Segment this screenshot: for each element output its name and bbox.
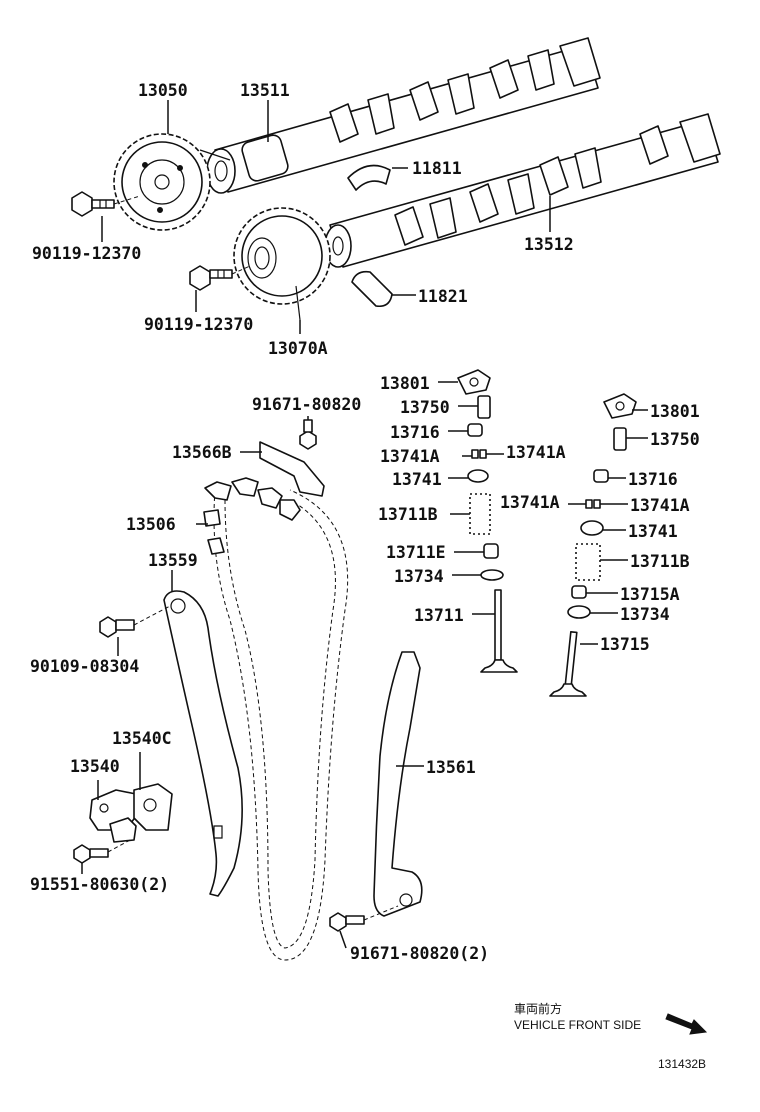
leader-lines [81, 100, 551, 874]
label-13741A-right-a: 13741A [500, 493, 560, 512]
label-91671-80820-2: 91671-80820(2) [350, 944, 489, 963]
bolt-91551-80630[interactable] [73, 839, 131, 864]
label-13741A-left-b: 13741A [506, 443, 566, 462]
valve-seal-13715A[interactable] [571, 585, 618, 599]
chain-damper-13566B[interactable] [240, 441, 325, 497]
illustration-code: 131432B [658, 1057, 706, 1071]
vehicle-front-en: VEHICLE FRONT SIDE [514, 1018, 641, 1032]
label-13511: 13511 [240, 81, 290, 100]
valve-seal-13711E[interactable] [454, 543, 499, 559]
front-arrow-icon [665, 1013, 708, 1035]
label-13741-left: 13741 [392, 470, 442, 489]
label-91671-80820: 91671-80820 [252, 395, 361, 414]
rocker-arm-13801-right[interactable] [603, 393, 648, 419]
label-11811: 11811 [412, 159, 462, 178]
bolt-91671-80820-2[interactable] [329, 905, 399, 949]
label-13716-left: 13716 [390, 423, 440, 442]
label-13512: 13512 [524, 235, 574, 254]
label-11821: 11821 [418, 287, 468, 306]
tensioner-gasket-13540C[interactable] [133, 752, 173, 831]
label-90119-upper: 90119-12370 [32, 244, 141, 263]
label-13561: 13561 [426, 758, 476, 777]
label-13716-right: 13716 [628, 470, 678, 489]
part-labels: 13050 13511 11811 13512 90119-12370 9011… [30, 81, 700, 963]
chain-slipper-13559[interactable] [163, 570, 243, 897]
label-90119-lower: 90119-12370 [144, 315, 253, 334]
label-13070A: 13070A [268, 339, 328, 358]
camshaft-13512[interactable] [324, 113, 721, 268]
label-13711E: 13711E [386, 543, 446, 562]
lash-adjuster-13750-right[interactable] [613, 427, 648, 451]
label-13711B-right: 13711B [630, 552, 690, 571]
front-side-note: 車両前方 VEHICLE FRONT SIDE [514, 1001, 708, 1035]
label-13711: 13711 [414, 606, 464, 625]
spring-seat-13734-right[interactable] [567, 605, 618, 619]
label-13540C: 13540C [112, 729, 172, 748]
label-13715: 13715 [600, 635, 650, 654]
vvt-sprocket-13070A[interactable] [233, 207, 331, 321]
valve-keeper-13741A-left[interactable] [462, 449, 504, 459]
bolt-90109-08304[interactable] [99, 605, 171, 638]
label-13715A: 13715A [620, 585, 680, 604]
bolt-90119-lower[interactable] [189, 265, 251, 291]
bolt-90119-upper[interactable] [71, 191, 141, 217]
label-13734-left: 13734 [394, 567, 444, 586]
label-13540: 13540 [70, 757, 120, 776]
valve-spring-retainer-13741-left[interactable] [448, 469, 489, 483]
label-13050: 13050 [138, 81, 188, 100]
label-13801-right: 13801 [650, 402, 700, 421]
label-13741-right: 13741 [628, 522, 678, 541]
valve-spring-13711B-left[interactable] [450, 493, 491, 535]
label-13506: 13506 [126, 515, 176, 534]
valve-spring-retainer-13741-right[interactable] [580, 520, 626, 536]
chain-tensioner-13540[interactable] [89, 780, 137, 843]
intake-valve-13711[interactable] [472, 589, 518, 673]
valve-keeper-13741A-right[interactable] [568, 499, 628, 509]
label-13750-right: 13750 [650, 430, 700, 449]
bearing-11821[interactable] [351, 270, 416, 308]
label-13734-right: 13734 [620, 605, 670, 624]
chain-guide-13561[interactable] [373, 651, 424, 917]
label-13741A-right-b: 13741A [630, 496, 690, 515]
timing-chain-13506[interactable] [203, 477, 349, 961]
label-13559: 13559 [148, 551, 198, 570]
camshaft-13511[interactable] [206, 37, 601, 194]
spring-seat-13734-left[interactable] [452, 569, 504, 581]
label-13741A-left-a: 13741A [380, 447, 440, 466]
vvt-sprocket-13050[interactable] [113, 133, 231, 231]
label-13566B: 13566B [172, 443, 232, 462]
label-90109-08304: 90109-08304 [30, 657, 139, 676]
bearing-11811[interactable] [347, 164, 408, 191]
label-13801-left: 13801 [380, 374, 430, 393]
exhaust-valve-13715[interactable] [549, 631, 598, 697]
label-91551-80630: 91551-80630(2) [30, 875, 169, 894]
lash-adjuster-13750-left[interactable] [458, 395, 491, 419]
label-13711B-left: 13711B [378, 505, 438, 524]
vehicle-front-jp: 車両前方 [514, 1001, 562, 1016]
rocker-arm-13801-left[interactable] [438, 369, 491, 395]
valve-stem-cap-13716-left[interactable] [448, 423, 483, 437]
valve-spring-13711B-right[interactable] [575, 543, 628, 581]
label-13750-left: 13750 [400, 398, 450, 417]
bolt-91671-80820[interactable] [299, 416, 317, 450]
valve-stem-cap-13716-right[interactable] [593, 469, 626, 483]
